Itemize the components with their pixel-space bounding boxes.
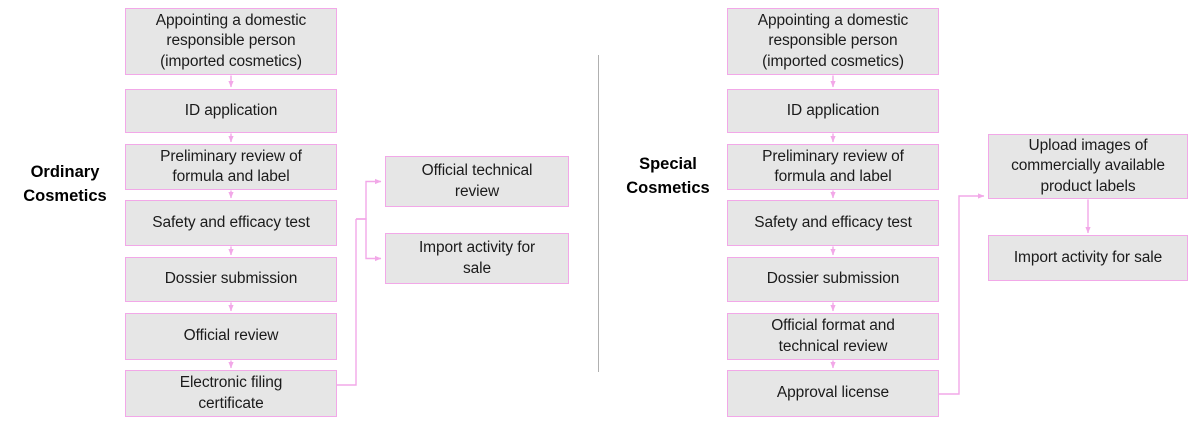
- node-label-line: Preliminary review of: [762, 147, 904, 165]
- node-label-line: Approval license: [776, 384, 890, 402]
- node-label-line: ID application: [786, 101, 880, 119]
- node-label-line: responsible person: [768, 32, 898, 50]
- node-spc-preliminary-review[interactable]: Preliminary review of formula and label: [727, 144, 939, 190]
- node-label-line: Dossier submission: [164, 270, 298, 288]
- connector-ord-branch-up: [356, 178, 382, 220]
- node-spc-safety-test[interactable]: Safety and efficacy test: [727, 200, 939, 246]
- group-label-ordinary-line2: Cosmetics: [23, 187, 107, 205]
- node-spc-dossier[interactable]: Dossier submission: [727, 257, 939, 302]
- node-label-line: Appointing a domestic: [155, 12, 307, 30]
- node-label-line: Preliminary review of: [160, 147, 302, 165]
- node-label-line: Official format and: [771, 317, 895, 335]
- node-label-line: sale: [462, 259, 492, 277]
- node-label-line: Import activity for: [418, 239, 536, 257]
- node-label-line: responsible person: [166, 32, 296, 50]
- node-label-line: review: [454, 182, 500, 200]
- node-label-line: Official review: [183, 327, 279, 345]
- node-label-line: Safety and efficacy test: [754, 213, 912, 231]
- node-spc-id-application[interactable]: ID application: [727, 89, 939, 133]
- node-label-line: formula and label: [774, 168, 892, 185]
- group-label-special-line2: Cosmetics: [626, 179, 710, 197]
- node-label-line: formula and label: [172, 168, 290, 185]
- group-label-ordinary-line1: Ordinary: [30, 163, 100, 182]
- node-ord-official-review[interactable]: Official review: [125, 313, 337, 360]
- node-spc-approval-license[interactable]: Approval license: [727, 370, 939, 417]
- connector-ord-branch-down: [356, 218, 382, 262]
- node-ord-official-technical-review[interactable]: Official technical review: [385, 156, 569, 207]
- node-ord-import-activity[interactable]: Import activity for sale: [385, 233, 569, 284]
- node-ord-appoint[interactable]: Appointing a domestic responsible person (…: [125, 8, 337, 75]
- node-spc-upload-images[interactable]: Upload images of commercially available pr…: [988, 134, 1188, 199]
- vertical-separator: [598, 55, 600, 372]
- node-ord-preliminary-review[interactable]: Preliminary review of formula and label: [125, 144, 337, 190]
- node-ord-electronic-filing[interactable]: Electronic filing certificate: [125, 370, 337, 417]
- node-ord-dossier[interactable]: Dossier submission: [125, 257, 337, 302]
- node-label-line: Appointing a domestic: [757, 12, 909, 30]
- node-label-line: (imported cosmetics): [762, 52, 904, 70]
- node-label-line: Electronic filing: [179, 374, 283, 392]
- node-label-line: (imported cosmetics): [160, 52, 302, 70]
- node-label-line: ID application: [184, 101, 278, 119]
- node-label-line: Official technical: [421, 162, 533, 180]
- connector-spc-branch: [939, 193, 985, 395]
- node-label-line: Import activity for sale: [1013, 248, 1163, 266]
- group-label-special-line1: Special: [639, 155, 697, 174]
- group-label-special: Special Cosmetics: [612, 150, 724, 204]
- node-label-line: technical review: [778, 337, 888, 355]
- node-label-line: Upload images of: [1028, 137, 1148, 155]
- node-spc-appoint[interactable]: Appointing a domestic responsible person (…: [727, 8, 939, 75]
- node-label-line: Dossier submission: [766, 270, 900, 288]
- connector-ord-branch-trunk: [337, 219, 357, 386]
- node-label-line: product labels: [1040, 177, 1136, 195]
- node-ord-id-application[interactable]: ID application: [125, 89, 337, 133]
- node-label-line: Safety and efficacy test: [152, 213, 310, 231]
- node-label-line: commercially available: [1011, 157, 1165, 175]
- node-spc-official-format-review[interactable]: Official format and technical review: [727, 313, 939, 360]
- node-spc-import-activity[interactable]: Import activity for sale: [988, 235, 1188, 281]
- group-label-ordinary: Ordinary Cosmetics: [10, 158, 120, 212]
- node-label-line: certificate: [198, 394, 264, 412]
- node-ord-safety-test[interactable]: Safety and efficacy test: [125, 200, 337, 246]
